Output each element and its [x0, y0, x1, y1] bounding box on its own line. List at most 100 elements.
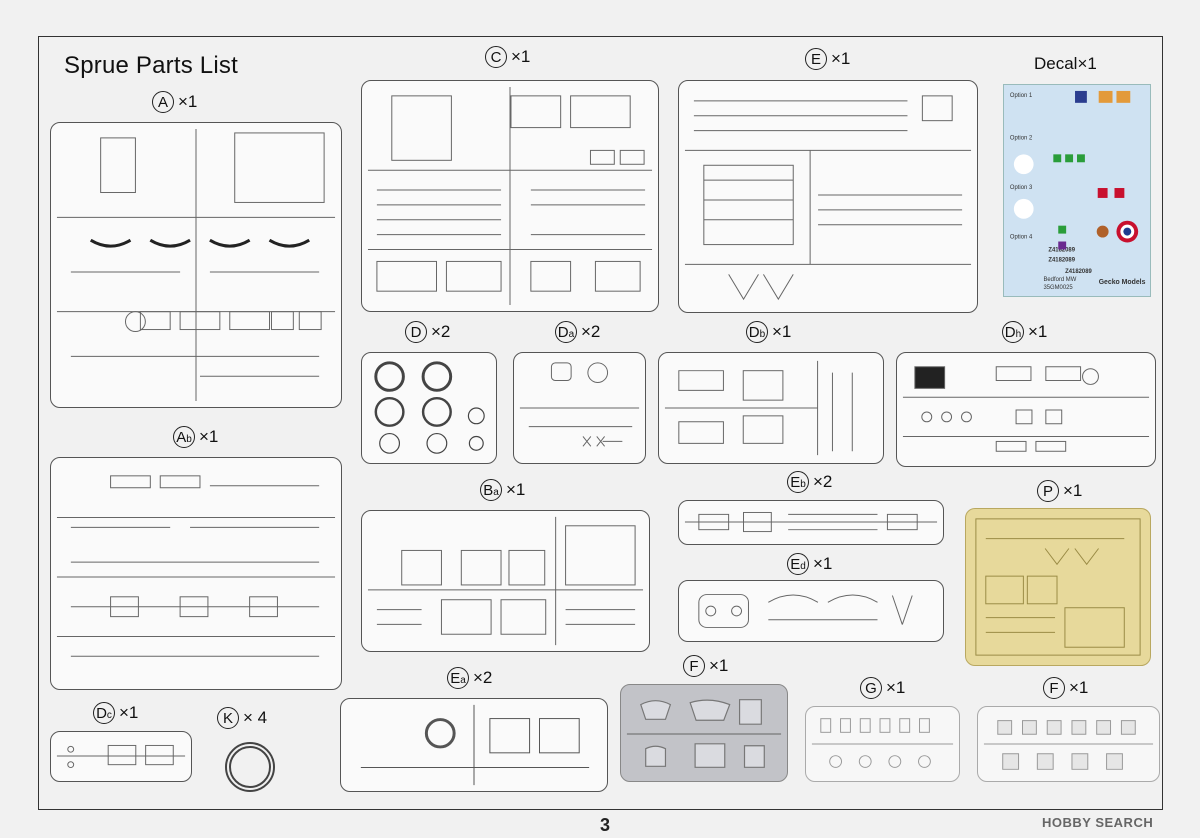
decal-code: 35GM0025: [1043, 285, 1073, 291]
decal-artwork: Option 1 Option 2 Option 3 Option 4 Z418…: [1010, 90, 1146, 291]
sprue-ea-drawing: [360, 704, 590, 786]
sprue-p-illustration: [965, 508, 1151, 666]
sprue-letter: F: [1043, 677, 1065, 699]
sprue-g-illustration: [805, 706, 960, 782]
page-number: 3: [600, 815, 611, 835]
sprue-ba-illustration: [361, 510, 650, 652]
sprue-eb-illustration: [678, 500, 944, 545]
sprue-letter: K: [217, 707, 239, 729]
sprue-e-drawing: [684, 95, 972, 301]
sprue-k-ring-illustration: [225, 742, 275, 792]
label-sprue-k: K × 4: [217, 707, 267, 729]
sprue-f2-drawing: [983, 720, 1154, 770]
decal-option-3: Option 3: [1010, 185, 1033, 191]
sprue-qty: ×1: [813, 554, 833, 573]
sprue-qty: ×1: [506, 480, 526, 499]
label-sprue-e: E ×1: [805, 48, 850, 70]
sprue-letter: A: [152, 91, 174, 113]
decal-serial-1: Z4182089: [1048, 247, 1075, 253]
sprue-qty: ×1: [119, 703, 139, 722]
sprue-d-drawing: [374, 361, 485, 454]
sprue-qty: ×1: [511, 47, 531, 66]
label-sprue-a: A ×1: [152, 91, 197, 113]
sprue-f2-illustration: [977, 706, 1160, 782]
sprue-letter: P: [1037, 480, 1059, 502]
sprue-d-illustration: [361, 352, 497, 464]
watermark: HOBBY SEARCH: [1042, 815, 1154, 830]
decal-brand: Gecko Models: [1099, 279, 1146, 286]
label-decal: Decal×1: [1034, 54, 1097, 74]
sprue-qty: ×2: [473, 668, 493, 687]
sprue-ab-illustration: [50, 457, 342, 690]
sprue-db-drawing: [664, 360, 853, 456]
sprue-qty: × 4: [243, 708, 268, 727]
sprue-dh-drawing: [902, 366, 1150, 452]
sprue-c-illustration: [361, 80, 659, 312]
label-sprue-f2: F ×1: [1043, 677, 1088, 699]
decal-sheet: Option 1 Option 2 Option 3 Option 4 Z418…: [1003, 84, 1151, 297]
label-sprue-g: G ×1: [860, 677, 905, 699]
sprue-letter: G: [860, 677, 882, 699]
decal-option-4: Option 4: [1010, 235, 1033, 241]
sprue-ed-illustration: [678, 580, 944, 642]
sprue-dh-illustration: [896, 352, 1156, 467]
label-sprue-p: P ×1: [1037, 480, 1082, 502]
sprue-ed-drawing: [698, 594, 913, 628]
sprue-c-drawing: [367, 86, 653, 306]
sprue-letter: E: [805, 48, 827, 70]
sprue-letter: D: [405, 321, 427, 343]
sprue-letter: F: [683, 655, 705, 677]
sprue-qty: ×1: [886, 678, 906, 697]
sprue-qty: ×1: [772, 322, 792, 341]
decal-option-1: Option 1: [1010, 93, 1032, 99]
sprue-letter: C: [485, 46, 507, 68]
decal-serial-2: Z4182089: [1048, 257, 1075, 263]
decal-serial-3: Z4182089: [1065, 269, 1092, 275]
sprue-eb-drawing: [684, 511, 938, 533]
sprue-a-drawing: [56, 128, 336, 402]
sprue-ba-drawing: [367, 516, 644, 646]
sprue-da-illustration: [513, 352, 646, 464]
sprue-qty: ×1: [178, 92, 198, 111]
sprue-qty: ×1: [1063, 481, 1083, 500]
sprue-qty: ×1: [1069, 678, 1089, 697]
sprue-da-drawing: [519, 362, 640, 447]
page-frame: [38, 36, 1163, 810]
label-sprue-c: C ×1: [485, 46, 530, 68]
sprue-qty: ×1: [199, 427, 219, 446]
sprue-a-illustration: [50, 122, 342, 408]
sprue-dc-illustration: [50, 731, 192, 782]
sprue-qty: ×1: [1028, 322, 1048, 341]
sprue-qty: ×1: [831, 49, 851, 68]
label-sprue-d: D ×2: [405, 321, 450, 343]
sprue-f1-illustration: [620, 684, 788, 782]
sprue-qty: ×2: [581, 322, 601, 341]
sprue-qty: ×2: [431, 322, 451, 341]
sprue-e-illustration: [678, 80, 978, 313]
sprue-ea-illustration: [340, 698, 608, 792]
sprue-g-drawing: [811, 718, 954, 768]
decal-title: Decal×1: [1034, 54, 1097, 73]
sprue-qty: ×2: [813, 472, 833, 491]
sprue-dc-drawing: [56, 744, 186, 769]
decal-option-2: Option 2: [1010, 135, 1032, 141]
sprue-ab-drawing: [56, 475, 336, 657]
label-sprue-f1: F ×1: [683, 655, 728, 677]
